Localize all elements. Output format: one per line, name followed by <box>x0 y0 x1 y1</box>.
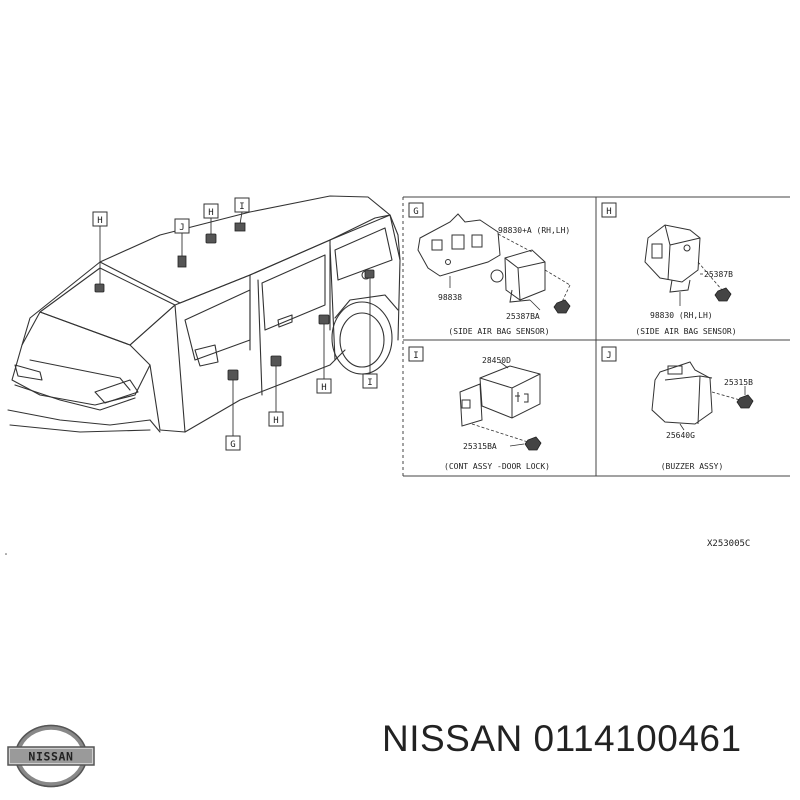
callout-j: J <box>174 218 190 234</box>
panel-g-caption: (SIDE AIR BAG SENSOR) <box>448 327 549 336</box>
panel-j-leaders <box>679 386 746 431</box>
panel-g: G 98830+A (RH,LH) 98838 25387BA <box>408 202 571 336</box>
door-lock-unit-illustration <box>459 365 541 427</box>
callout-h-lower: H <box>268 411 284 427</box>
part-label-98830a: 98830+A (RH,LH) <box>498 226 570 235</box>
part-label-25387b: 25387B <box>704 270 733 279</box>
part-number-title: NISSAN 0114100461 <box>382 718 742 759</box>
part-label-98838: 98838 <box>438 293 462 302</box>
svg-text:I: I <box>239 202 244 212</box>
panel-h: H 25387B 98830 (RH,LH) (SIDE AIR BAG SEN… <box>601 202 737 336</box>
part-label-25315b: 25315B <box>724 378 753 387</box>
part-label-25387ba: 25387BA <box>506 312 540 321</box>
svg-text:J: J <box>179 223 184 233</box>
panel-i-leaders <box>471 361 529 447</box>
bolt-25315ba-illustration <box>524 436 542 451</box>
bolt-25315b-illustration <box>736 394 754 409</box>
callout-g: G <box>225 435 241 451</box>
svg-text:H: H <box>97 216 102 226</box>
diagram-code: X253005C <box>707 539 750 549</box>
callout-h-front: H <box>92 211 108 227</box>
van-illustration <box>7 195 401 433</box>
panel-j-caption: (BUZZER ASSY) <box>661 462 724 471</box>
part-label-28450d: 28450D <box>482 356 511 365</box>
panel-h-leaders <box>679 261 723 306</box>
sensor-98830-illustration-h <box>644 224 701 293</box>
callout-leaders <box>99 211 371 440</box>
buzzer-illustration <box>651 361 713 425</box>
svg-text:H: H <box>273 416 278 426</box>
panel-j: J 25315B 25640G (BUZZER ASSY) <box>601 346 754 471</box>
svg-text:H: H <box>208 208 213 218</box>
bracket-98838-illustration <box>417 213 501 277</box>
sensor-98830-illustration <box>490 249 546 303</box>
panel-h-letter: H <box>606 207 611 217</box>
panel-i: I 28450D 25315BA (CONT ASSY -DOOR LOCK) <box>408 346 550 471</box>
panel-i-letter: I <box>413 351 418 361</box>
nissan-logo: NISSAN <box>7 724 95 788</box>
part-label-25315ba: 25315BA <box>463 442 497 451</box>
panel-j-letter: J <box>606 351 611 361</box>
bolt-25387ba-illustration <box>553 299 571 314</box>
panel-g-leaders <box>449 233 571 311</box>
panel-h-caption: (SIDE AIR BAG SENSOR) <box>635 327 736 336</box>
callout-boxes: H J H I G H H I <box>92 197 378 451</box>
callout-i-top: I <box>234 197 250 213</box>
panel-i-caption: (CONT ASSY -DOOR LOCK) <box>444 462 550 471</box>
panel-g-letter: G <box>413 207 418 217</box>
van-part-markers <box>94 222 375 381</box>
callout-h-top: H <box>203 203 219 219</box>
part-label-25640g: 25640G <box>666 431 695 440</box>
svg-text:I: I <box>367 378 372 388</box>
parts-diagram: H J H I G H H I <box>5 195 790 555</box>
logo-wordmark: NISSAN <box>28 750 73 764</box>
part-label-98830: 98830 (RH,LH) <box>650 311 713 320</box>
stray-dot <box>5 553 7 555</box>
bolt-25387b-illustration <box>714 287 732 302</box>
svg-text:G: G <box>230 440 235 450</box>
callout-h-rear: H <box>316 378 332 394</box>
detail-panel-grid <box>402 196 790 477</box>
svg-text:H: H <box>321 383 326 393</box>
callout-i-rear: I <box>362 373 378 389</box>
